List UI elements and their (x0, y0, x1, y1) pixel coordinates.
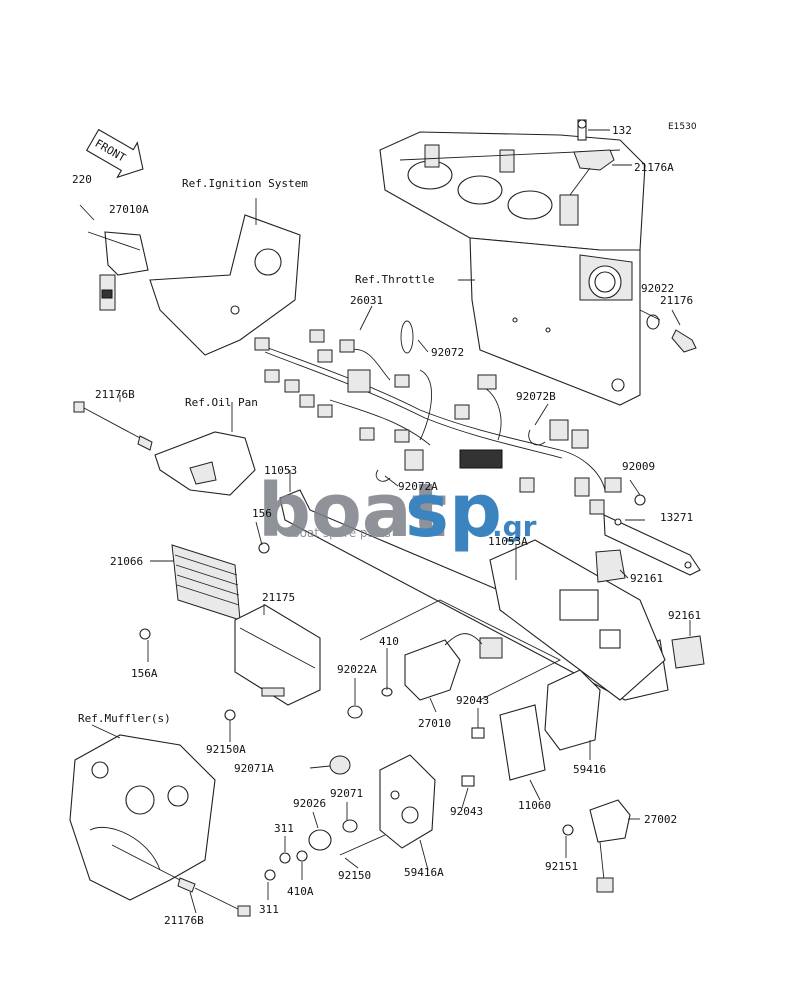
oil-pan-drawing (73, 401, 256, 496)
diagram-code: E1530 (668, 122, 697, 132)
mounting-plate-drawing (279, 489, 705, 701)
part-220: 220 (72, 173, 92, 186)
part-27010A: 27010A (109, 203, 149, 216)
watermark-tagline: boat spare parts (292, 526, 391, 540)
part-92043-b: 92043 (450, 805, 483, 818)
part-92009: 92009 (622, 460, 655, 473)
ref-oil-pan: Ref.Oil Pan (185, 396, 258, 409)
part-11060: 11060 (518, 799, 551, 812)
part-59416A: 59416A (404, 866, 444, 879)
watermark-brand-right: sp (405, 468, 502, 554)
part-311-b: 311 (259, 903, 279, 916)
part-410A: 410A (287, 885, 314, 898)
part-26031: 26031 (350, 294, 383, 307)
part-92071A: 92071A (234, 762, 274, 775)
ecu-21175-drawing (224, 604, 321, 721)
covers-59416-drawing (264, 669, 601, 881)
throttle-body-drawing (379, 131, 646, 406)
part-92071: 92071 (330, 787, 363, 800)
watermark-suffix: .gr (492, 510, 537, 543)
ignition-bracket-drawing (79, 204, 301, 356)
part-21176A: 21176A (634, 161, 674, 174)
wiring-harness-drawing (254, 320, 646, 515)
part-92150: 92150 (338, 869, 371, 882)
sensor-21176A-drawing (569, 119, 632, 196)
relay-27002-drawing (562, 799, 631, 893)
ref-ignition-system: Ref.Ignition System (182, 177, 308, 190)
part-92043-a: 92043 (456, 694, 489, 707)
leader-lines (91, 198, 691, 914)
part-21176: 21176 (660, 294, 693, 307)
part-21175: 21175 (262, 591, 295, 604)
part-92150A: 92150A (206, 743, 246, 756)
part-156A: 156A (131, 667, 158, 680)
part-156: 156 (252, 507, 272, 520)
part-92072: 92072 (431, 346, 464, 359)
muffler-drawing (69, 734, 251, 917)
ref-mufflers: Ref.Muffler(s) (78, 712, 171, 725)
regulator-21066-drawing (139, 542, 270, 640)
part-27010: 27010 (418, 717, 451, 730)
part-21176B-top: 21176B (95, 388, 135, 401)
part-59416: 59416 (573, 763, 606, 776)
part-21066: 21066 (110, 555, 143, 568)
front-arrow: FRONT (85, 128, 144, 179)
watermark-brand-left: boat (258, 468, 447, 554)
part-13271: 13271 (660, 511, 693, 524)
part-311-a: 311 (274, 822, 294, 835)
part-92072B: 92072B (516, 390, 556, 403)
watermark: boat sp .gr boat spare parts (258, 468, 537, 554)
part-132: 132 (612, 124, 632, 137)
ref-throttle: Ref.Throttle (355, 273, 434, 286)
part-92022: 92022 (641, 282, 674, 295)
part-11053A: 11053A (488, 535, 528, 548)
part-92161-a: 92161 (630, 572, 663, 585)
sensor-21176-drawing (639, 309, 697, 353)
part-92022A: 92022A (337, 663, 377, 676)
part-92026: 92026 (293, 797, 326, 810)
part-27002: 27002 (644, 813, 677, 826)
part-92072A: 92072A (398, 480, 438, 493)
part-410: 410 (379, 635, 399, 648)
solenoid-27010-drawing (347, 599, 562, 719)
part-92161-b: 92161 (668, 609, 701, 622)
part-92151: 92151 (545, 860, 578, 873)
part-11053: 11053 (264, 464, 297, 477)
part-21176B-bottom: 21176B (164, 914, 204, 927)
